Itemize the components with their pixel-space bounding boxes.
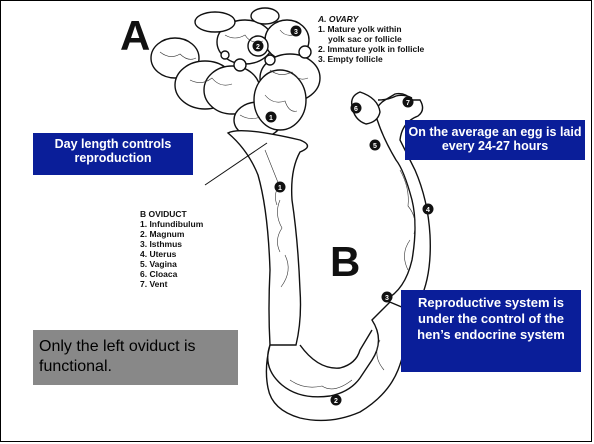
ovary-marker-2: 2 xyxy=(253,41,264,52)
oviduct-marker-1: 1 xyxy=(275,182,286,193)
oviduct-legend-title: B OVIDUCT xyxy=(140,209,250,219)
oviduct-legend-item: 2. Magnum xyxy=(140,229,250,239)
ovary-legend: A. OVARY 1. Mature yolk within yolk sac … xyxy=(318,14,468,64)
svg-text:4: 4 xyxy=(426,207,430,214)
figure-label-a: A xyxy=(120,12,150,60)
svg-text:2: 2 xyxy=(256,44,260,51)
ovary-legend-item: yolk sac or follicle xyxy=(318,34,468,44)
ovary-marker-1: 1 xyxy=(266,112,277,123)
oviduct-marker-5: 5 xyxy=(370,140,381,151)
svg-text:6: 6 xyxy=(354,106,358,113)
svg-text:5: 5 xyxy=(373,143,377,150)
oviduct-legend: B OVIDUCT 1. Infundibulum 2. Magnum 3. I… xyxy=(140,209,250,289)
ovary-legend-title: A. OVARY xyxy=(318,14,468,24)
ovary-marker-3: 3 xyxy=(291,26,302,37)
svg-text:7: 7 xyxy=(406,100,410,107)
ovary-legend-item: 1. Mature yolk within xyxy=(318,24,468,34)
callout-egg-rate: On the average an egg is laid every 24-2… xyxy=(405,120,585,160)
oviduct-marker-3: 3 xyxy=(382,292,393,303)
svg-text:1: 1 xyxy=(278,185,282,192)
ovary-legend-item: 2. Immature yolk in follicle xyxy=(318,44,468,54)
oviduct-legend-item: 3. Isthmus xyxy=(140,239,250,249)
oviduct-legend-item: 4. Uterus xyxy=(140,249,250,259)
figure-label-b: B xyxy=(330,238,360,286)
oviduct-marker-7: 7 xyxy=(403,97,414,108)
oviduct-legend-item: 6. Cloaca xyxy=(140,269,250,279)
callout-day-length: Day length controls reproduction xyxy=(33,133,193,175)
svg-text:1: 1 xyxy=(269,115,273,122)
note-left-oviduct: Only the left oviduct is functional. xyxy=(33,330,238,385)
svg-text:2: 2 xyxy=(334,398,338,405)
ovary-legend-item: 3. Empty follicle xyxy=(318,54,468,64)
oviduct-legend-item: 5. Vagina xyxy=(140,259,250,269)
oviduct-marker-6: 6 xyxy=(351,103,362,114)
callout-endocrine: Reproductive system is under the control… xyxy=(401,290,581,372)
oviduct-marker-2: 2 xyxy=(331,395,342,406)
svg-text:3: 3 xyxy=(385,295,389,302)
oviduct-marker-4: 4 xyxy=(423,204,434,215)
svg-text:3: 3 xyxy=(294,29,298,36)
oviduct-legend-item: 7. Vent xyxy=(140,279,250,289)
oviduct-legend-item: 1. Infundibulum xyxy=(140,219,250,229)
